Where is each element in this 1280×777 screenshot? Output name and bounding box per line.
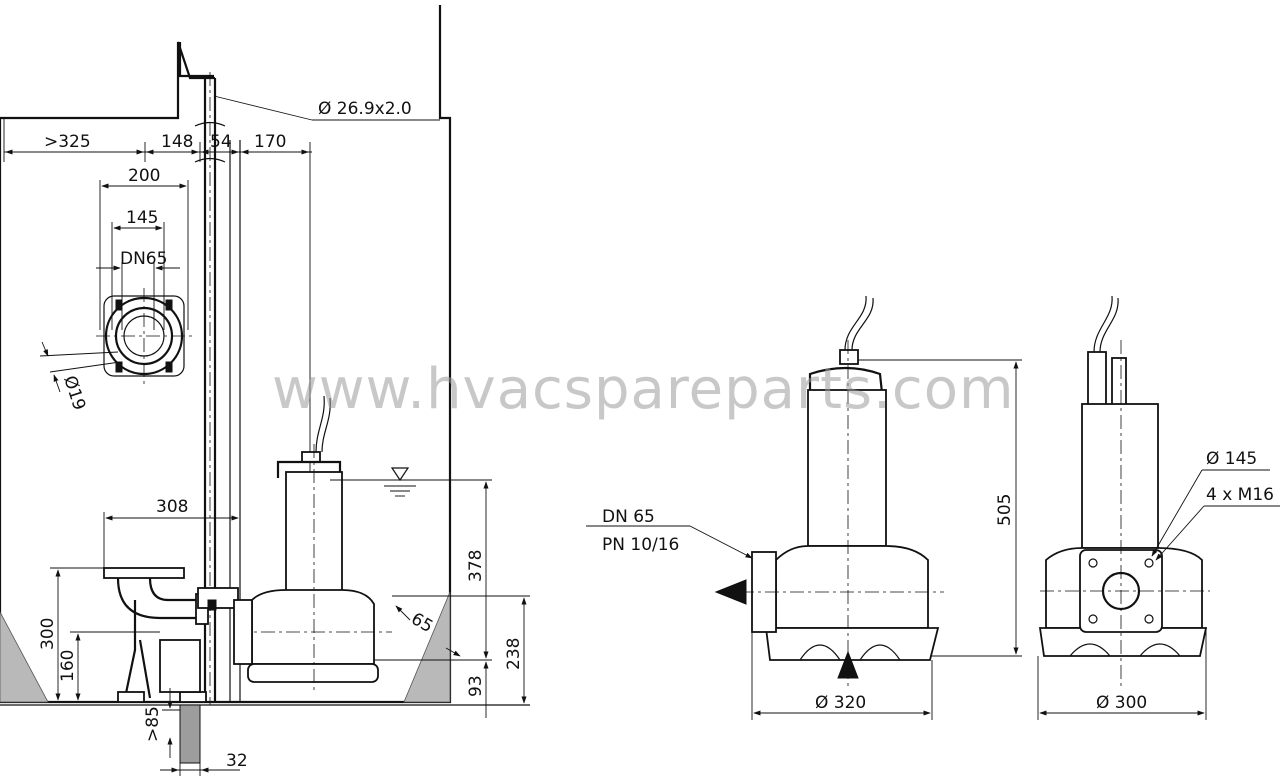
- pump-side: [233, 395, 392, 690]
- dim-308: 308: [156, 497, 188, 517]
- dim-238: 238: [504, 638, 524, 670]
- dim-85: >85: [143, 706, 163, 742]
- pit-benching-left: [0, 611, 49, 703]
- dim-170: 170: [254, 132, 286, 152]
- dim-300: 300: [38, 618, 58, 650]
- dim-clearance: >325: [44, 132, 91, 152]
- end-bolts: 4 x M16: [1206, 485, 1274, 505]
- front-pressure-label: PN 10/16: [602, 535, 679, 555]
- dim-145: 145: [126, 208, 158, 228]
- dim-93: 93: [466, 675, 486, 697]
- end-flange-dia: Ø 145: [1206, 449, 1257, 469]
- dim-200: 200: [128, 166, 160, 186]
- front-flange-label: DN 65: [602, 507, 655, 527]
- dim-54: 54: [210, 132, 232, 152]
- front-diameter: Ø 320: [815, 693, 866, 713]
- water-level: [330, 467, 492, 497]
- bolt-hole-dia: Ø19: [59, 373, 89, 412]
- flange-dn-label: DN65: [120, 249, 167, 269]
- end-diameter: Ø 300: [1096, 693, 1147, 713]
- front-view: DN 65 PN 10/16 505 Ø 320: [586, 295, 1022, 720]
- dim-148: 148: [161, 132, 193, 152]
- flange-plan: [96, 288, 192, 384]
- front-height: 505: [995, 494, 1015, 526]
- end-view: Ø 145 4 x M16 Ø 300: [1037, 295, 1280, 720]
- watermark: www.hvacspareparts.com: [272, 357, 1015, 422]
- duckfoot-bend: [103, 567, 239, 703]
- dim-378: 378: [466, 550, 486, 582]
- dim-32: 32: [226, 751, 248, 771]
- anchor-bolt: [160, 688, 240, 776]
- dim-65: 65: [408, 609, 437, 637]
- pit-benching-right: [403, 591, 451, 703]
- dim-160: 160: [58, 650, 78, 682]
- pipe-spec-label: Ø 26.9x2.0: [318, 99, 412, 119]
